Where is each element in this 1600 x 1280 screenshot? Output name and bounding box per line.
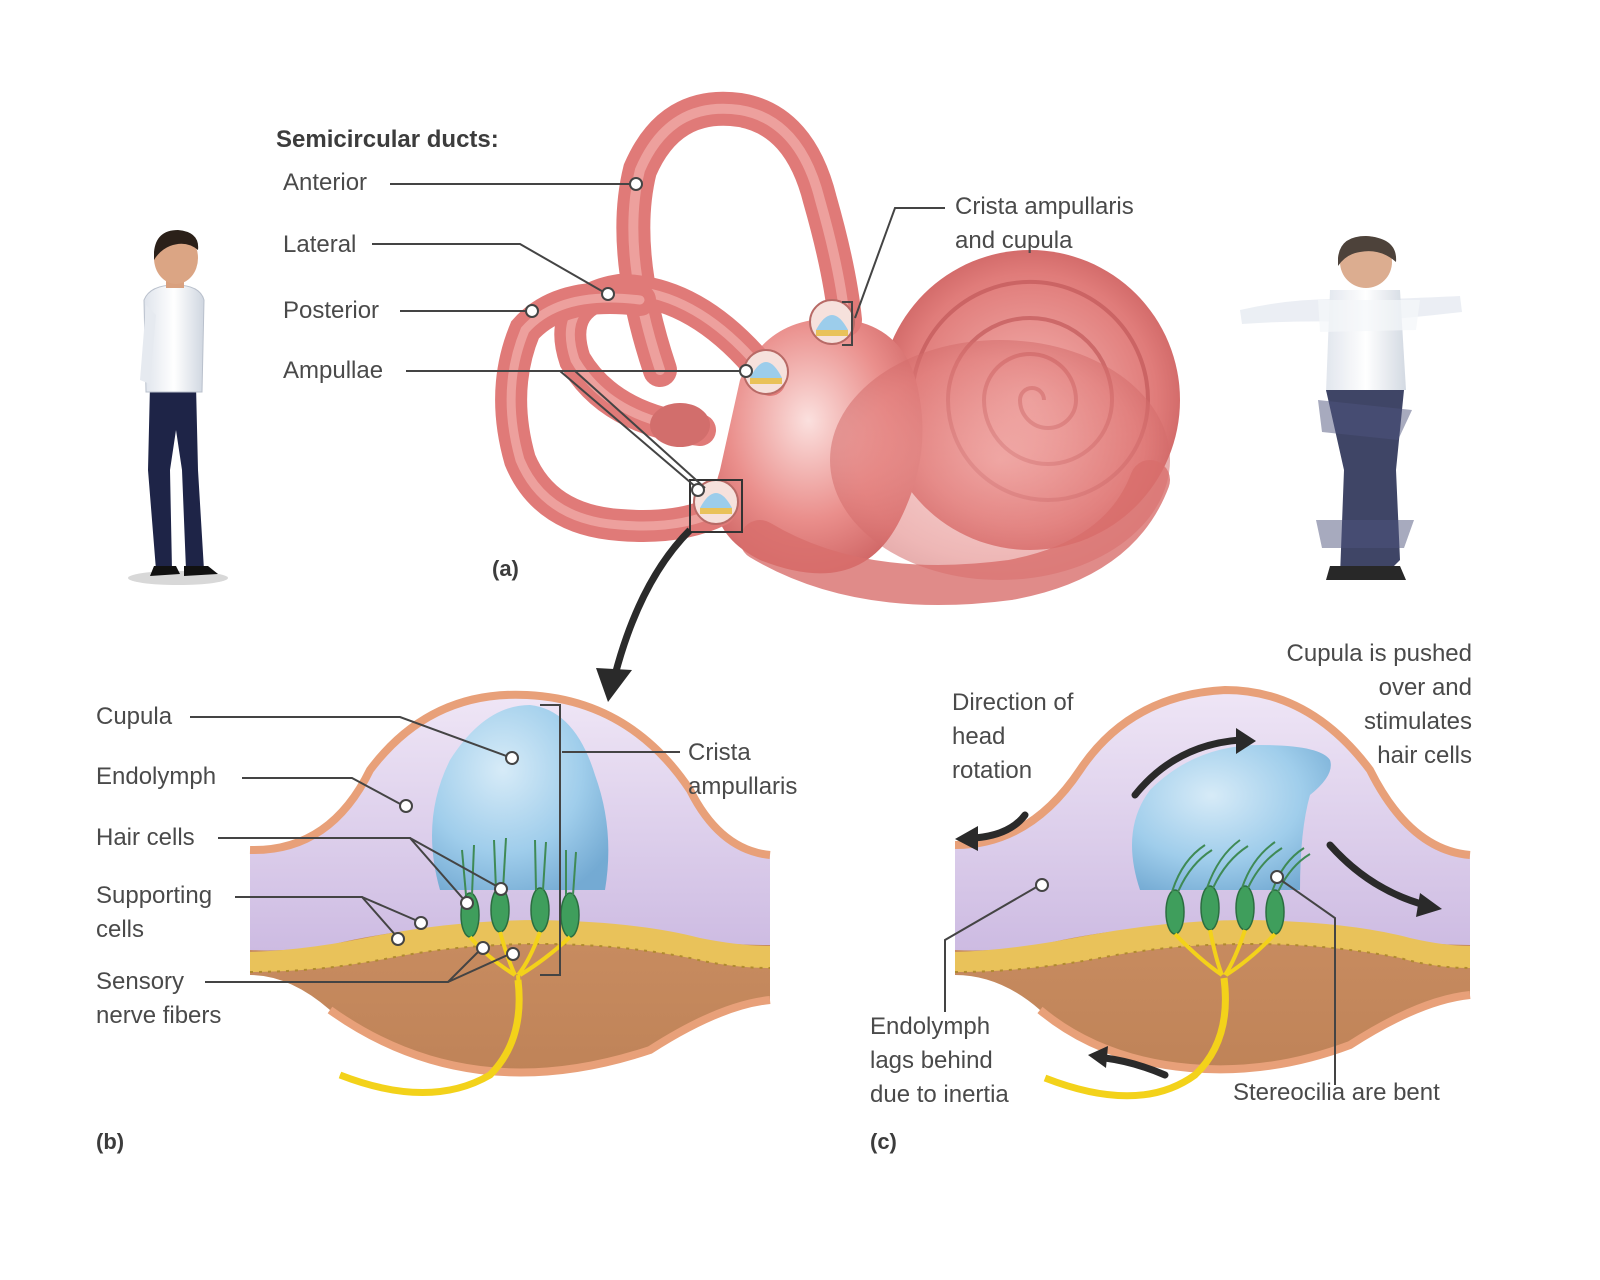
label-endolymph: Endolymph [96, 763, 217, 790]
rotating-person-figure [1240, 236, 1462, 580]
crista-during-rotation [954, 685, 1471, 1100]
ampulla-inset-middle [743, 349, 789, 395]
standing-person-figure [128, 230, 228, 585]
label-supporting-cells: Supporting cells [96, 882, 213, 943]
panel-label-b: (b) [96, 1129, 125, 1154]
leader-lines-c [944, 877, 1336, 1085]
label-stereocilia-are-bent: Stereocilia are bent [1233, 1079, 1440, 1106]
zoom-arrow [611, 527, 693, 676]
label-cupula-pushed-over: Cupula is pushed over and stimulates hai… [1286, 640, 1472, 769]
cupula-c [1132, 745, 1331, 890]
leader-lines-b [190, 704, 680, 983]
label-endolymph-lags-behind: Endolymph lags behind due to inertia [870, 1013, 1009, 1108]
magnify-box [689, 479, 743, 533]
semicircular-ducts-header: Semicircular ducts: [276, 126, 499, 153]
label-crista-ampullaris: Crista ampullaris [688, 739, 798, 800]
label-sensory-nerve-fibers: Sensory nerve fibers [96, 968, 222, 1029]
label-posterior: Posterior [283, 297, 380, 324]
inner-ear-labyrinth [495, 91, 1180, 605]
label-crista-ampullaris-and-cupula: Crista ampullaris and cupula [955, 193, 1134, 254]
crista-ampullaris-section [249, 690, 771, 1096]
label-direction-of-head-rotation: Direction of head rotation [952, 689, 1074, 784]
panel-label-a: (a) [492, 556, 519, 581]
label-cupula: Cupula [96, 703, 173, 730]
leader-lines-a [372, 183, 945, 489]
label-ampullae: Ampullae [283, 357, 384, 384]
ampulla-inset-lower [693, 479, 739, 525]
motion-arrows-c [971, 736, 1429, 1079]
zoom-arrowhead [596, 668, 632, 702]
label-anterior: Anterior [283, 169, 368, 196]
label-lateral: Lateral [283, 231, 357, 258]
label-hair-cells: Hair cells [96, 824, 195, 851]
ampulla-inset-upper [809, 299, 855, 345]
sensory-nerve-c [1043, 977, 1229, 1100]
panel-label-c: (c) [870, 1129, 897, 1154]
